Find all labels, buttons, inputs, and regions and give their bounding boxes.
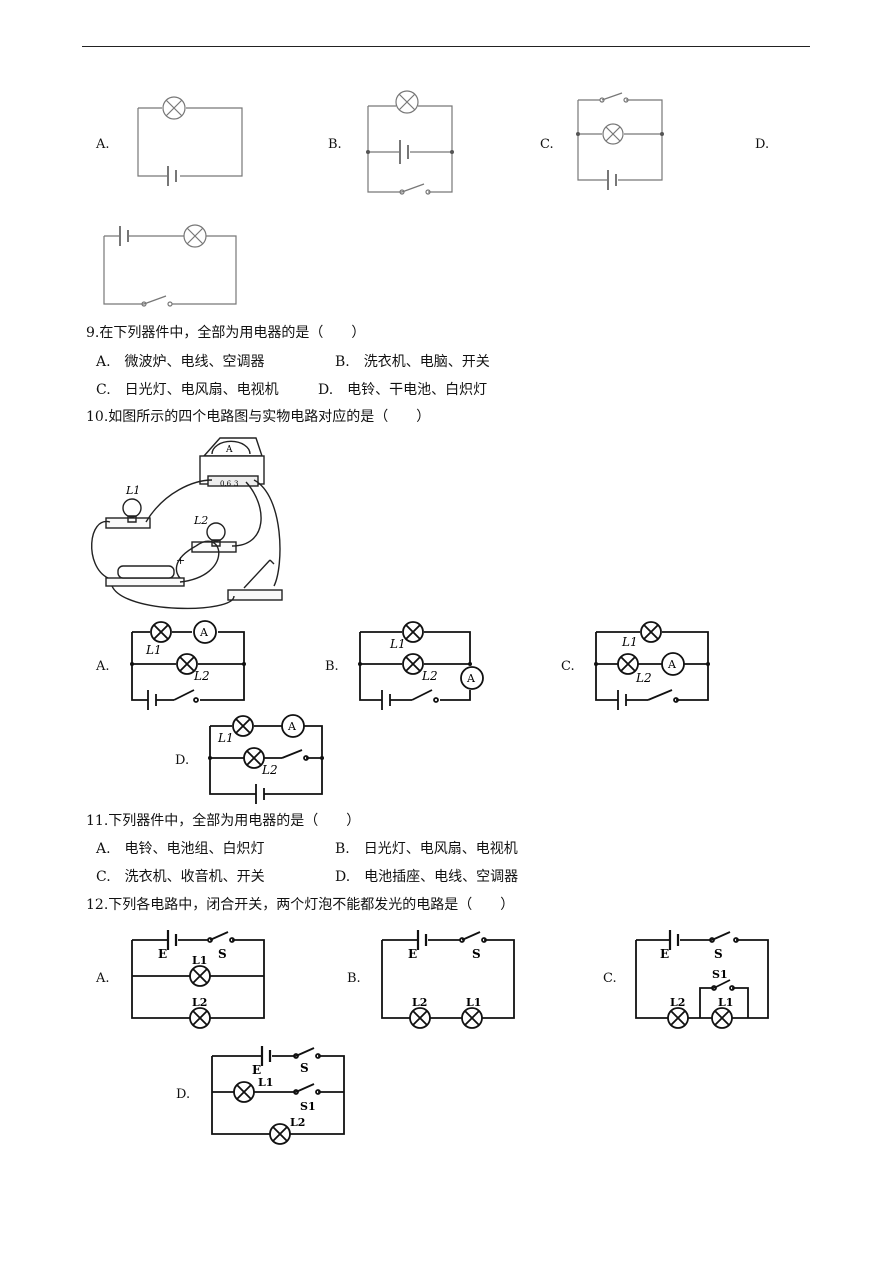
q10-option-b-label: B. [325,659,339,674]
q10-b-l1-label: L1 [389,637,406,651]
q12-c-l1-label: L1 [718,996,733,1009]
q11-option-d[interactable]: D. 电池插座、电线、空调器 [335,869,519,885]
q11-option-c[interactable]: C. 洗衣机、收音机、开关 [96,869,265,885]
q8-circuit-b [366,90,454,195]
q10-a-l2-label: L2 [193,669,210,683]
q8-circuit-a [137,96,243,186]
q12-d-s1-label: S1 [300,1100,316,1113]
q12-a-switch-label: S [218,947,227,961]
q10-c-l1-label: L1 [621,635,638,649]
q10-d-l1-label: L1 [217,731,234,745]
q12-a-l2-label: L2 [192,996,207,1009]
q8-option-c-label: C. [540,137,554,152]
q10-b-l2-label: L2 [421,669,438,683]
q12-d-source-label: E [252,1063,261,1077]
q12-b-l1-label: L1 [466,996,481,1009]
q10-option-c-label: C. [561,659,575,674]
q9-option-d[interactable]: D. 电铃、干电池、白炽灯 [318,382,488,398]
terminal-label-3: 3 [234,480,238,488]
battery-plus-label: + [176,554,185,567]
q10-option-d-label: D. [175,753,190,768]
q10-circuit-a: A L1 L2 [130,620,246,710]
terminal-label-0.6: 0.6 [220,480,232,488]
q10-a-l1-label: L1 [145,643,162,657]
header-rule [82,46,810,47]
q9-stem: 9.在下列器件中，全部为用电器的是（ ） [86,325,366,341]
q10-photo-l2-label: L2 [193,514,208,527]
q9-option-c[interactable]: C. 日光灯、电风扇、电视机 [96,382,279,398]
q10-b-ammeter-symbol: A [466,672,476,685]
q12-b-source-label: E [408,947,417,961]
q11-option-b[interactable]: B. 日光灯、电风扇、电视机 [335,841,518,857]
q12-d-l1-label: L1 [258,1076,273,1089]
q12-option-a-label: A. [96,971,110,986]
q12-a-l1-label: L1 [192,954,207,967]
q9-option-b[interactable]: B. 洗衣机、电脑、开关 [335,354,490,370]
q10-circuit-b: A L1 L2 [358,621,484,710]
q8-option-a-label: A. [96,137,110,152]
q12-option-b-label: B. [347,971,361,986]
q8-circuit-c [576,92,664,190]
q8-option-b-label: B. [328,137,342,152]
q10-c-l2-label: L2 [635,671,652,685]
q10-circuit-d: A L1 L2 [208,714,324,804]
ammeter-face-label: A [225,445,233,455]
q12-c-l2-label: L2 [670,996,685,1009]
q12-b-switch-label: S [472,947,481,961]
q11-option-a[interactable]: A. 电铃、电池组、白炽灯 [96,841,265,857]
q10-c-ammeter-symbol: A [667,658,677,671]
q11-stem: 11.下列器件中，全部为用电器的是（ ） [86,813,361,829]
q12-c-source-label: E [660,947,669,961]
q10-d-l2-label: L2 [261,763,278,777]
q12-a-source-label: E [158,947,167,961]
q12-circuit-c: E S S1 L2 L1 [635,930,769,1029]
q12-b-l2-label: L2 [412,996,427,1009]
q12-option-c-label: C. [603,971,617,986]
q8-circuit-d [103,224,237,307]
q10-photo-l1-label: L1 [125,484,140,497]
q12-circuit-a: E S L1 L2 [131,930,265,1029]
q12-option-d-label: D. [176,1087,191,1102]
q10-physical-circuit-illustration: A 0.6 3 L1 L2 + [91,437,283,610]
q10-stem: 10.如图所示的四个电路图与实物电路对应的是（ ） [86,409,431,425]
q10-circuit-c: A L1 L2 [594,621,710,710]
q12-stem: 12.下列各电路中，闭合开关，两个灯泡不能都发光的电路是（ ） [86,897,515,913]
q10-a-ammeter-symbol: A [199,626,209,639]
q12-c-switch-label: S [714,947,723,961]
q12-c-s1-label: S1 [712,968,728,981]
q12-d-switch-label: S [300,1061,309,1075]
q12-circuit-d: E S L1 S1 L2 [211,1046,345,1145]
q10-d-ammeter-symbol: A [287,720,297,733]
q12-d-l2-label: L2 [290,1116,305,1129]
q10-option-a-label: A. [96,659,110,674]
q9-option-a[interactable]: A. 微波炉、电线、空调器 [96,354,265,370]
q8-option-d-label: D. [755,137,770,152]
q12-circuit-b: E S L2 L1 [381,930,515,1029]
